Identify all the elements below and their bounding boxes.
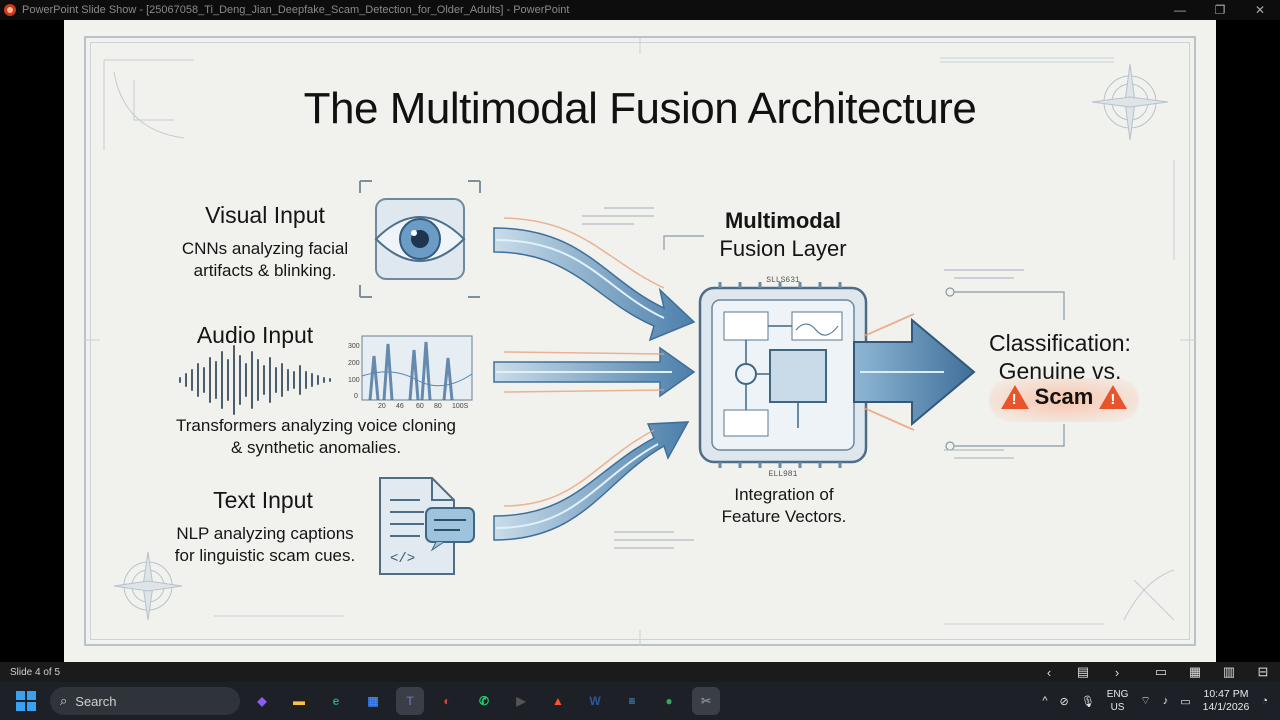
compass-rose-icon: [1091, 63, 1169, 141]
slide-title: The Multimodal Fusion Architecture: [303, 84, 977, 133]
warning-icon: !: [1000, 385, 1029, 409]
edge-icon[interactable]: e: [332, 694, 340, 708]
visual-input-desc-1: CNNs analyzing facial: [181, 239, 349, 258]
close-button[interactable]: ✕: [1254, 3, 1266, 17]
document-code-icon: </>: [379, 477, 475, 575]
audio-waveform-icon: [179, 345, 331, 415]
text-input-heading: Text Input: [213, 487, 313, 513]
window-title: PowerPoint Slide Show - [25067058_Ti_Den…: [22, 4, 570, 16]
text-input-desc-2: for linguistic scam cues.: [174, 546, 356, 565]
pinned-apps: ◆ ▬ e ▦ T ◐ ✆ ▶ ▲ W ≡ ● ✂: [248, 687, 720, 715]
word-icon[interactable]: W: [589, 694, 601, 708]
audio-input-desc-2: & synthetic anomalies.: [230, 438, 402, 457]
taskbar-search-box[interactable]: ⌕ Search: [50, 687, 240, 715]
scam-label: Scam: [1034, 384, 1094, 409]
fusion-title-rest: Fusion Layer: [719, 236, 847, 261]
next-slide-button[interactable]: ›: [1114, 664, 1120, 680]
spectro-xtick: 100S: [452, 403, 469, 410]
audio-input-heading: Audio Input: [196, 322, 314, 348]
file-explorer-icon[interactable]: ▬: [293, 694, 305, 708]
fusion-title-bold: Multimodal: [724, 208, 842, 233]
ruler-marks: [84, 38, 1196, 646]
battery-icon[interactable]: ▭: [1180, 695, 1191, 708]
notification-icon[interactable]: ◔: [1261, 695, 1268, 707]
visual-input-heading: Visual Input: [205, 202, 325, 228]
previous-slide-button[interactable]: ‹: [1046, 664, 1052, 680]
corner-ornament-top-left: [103, 59, 194, 150]
eye-camera-icon: [359, 180, 481, 298]
store-icon[interactable]: ▦: [367, 694, 379, 708]
teams-icon[interactable]: T: [396, 687, 424, 715]
normal-view-button[interactable]: ▭: [1154, 664, 1168, 679]
network-off-icon[interactable]: ⊘: [1059, 695, 1069, 708]
fusion-caption-1: Integration of: [734, 485, 834, 504]
audio-flow-arrow: [493, 346, 696, 398]
microphone-icon[interactable]: 🎙︎: [1080, 695, 1095, 708]
minimize-button[interactable]: —: [1174, 3, 1186, 17]
chip-label-bottom: ELL981: [769, 470, 798, 479]
notepad-icon[interactable]: ≡: [628, 694, 636, 708]
reading-view-button[interactable]: ▥: [1222, 664, 1236, 679]
visual-input-desc-2: artifacts & blinking.: [193, 261, 337, 280]
snipping-tool-icon[interactable]: ✂: [692, 687, 720, 715]
restore-button[interactable]: ❐: [1214, 3, 1226, 17]
slide-sorter-button[interactable]: ▦: [1188, 664, 1202, 679]
tray-chevron-icon[interactable]: ^: [1042, 695, 1048, 707]
spectro-xtick: 46: [396, 403, 404, 410]
text-flow-arrow: [493, 421, 690, 541]
spectro-ytick: 100: [348, 377, 360, 384]
copilot-icon[interactable]: ◆: [257, 694, 267, 708]
spectrogram-chart: [361, 335, 473, 401]
spectro-ytick: 0: [354, 393, 358, 400]
powerpoint-icon: [4, 4, 16, 16]
app-red-icon[interactable]: ◐: [443, 694, 451, 708]
chip-label-top: SLLS631: [766, 276, 800, 285]
warning-icon: !: [1099, 385, 1128, 409]
text-input-desc-1: NLP analyzing captions: [176, 524, 354, 543]
corner-ornament-bottom-right: [1123, 569, 1175, 621]
whatsapp-icon[interactable]: ✆: [478, 694, 490, 708]
windows-logo-icon: [16, 691, 36, 711]
media-player-icon[interactable]: ▶: [516, 694, 526, 708]
connector-lines: [582, 207, 1065, 549]
spectro-ytick: 200: [348, 360, 360, 367]
window-title-bar: PowerPoint Slide Show - [25067058_Ti_Den…: [0, 0, 1280, 20]
architecture-diagram: 300 200 100 0 20 46 60 80 100S </>: [84, 38, 1196, 646]
slide-counter: Slide 4 of 5: [10, 666, 61, 678]
output-flow-arrow: [853, 313, 976, 431]
spectro-xtick: 60: [416, 403, 424, 410]
visual-flow-arrow: [493, 217, 696, 342]
classification-heading: Classification:: [989, 330, 1131, 356]
fusion-chip-icon: [698, 282, 868, 468]
slideshow-status-bar: Slide 4 of 5 ‹ ▤ › ▭ ▦ ▥ ⊟: [0, 662, 1280, 682]
spectro-xtick: 80: [434, 403, 442, 410]
spectrogram-axes: 300 200 100 0 20 46 60 80 100S: [348, 343, 469, 410]
chrome-icon[interactable]: ●: [665, 694, 673, 708]
fusion-caption-2: Feature Vectors.: [721, 507, 847, 526]
spectro-ytick: 300: [348, 343, 360, 350]
scam-label-row: ! Scam !: [994, 384, 1134, 410]
presenter-view-button[interactable]: ⊟: [1257, 664, 1269, 679]
volume-icon[interactable]: ♪: [1162, 695, 1169, 707]
compass-rose-icon: [113, 551, 183, 621]
notes-button[interactable]: ▤: [1076, 664, 1090, 679]
slide-canvas[interactable]: 300 200 100 0 20 46 60 80 100S </>: [64, 20, 1216, 662]
svg-text:</>: </>: [390, 551, 415, 567]
start-button[interactable]: [6, 682, 46, 720]
spectro-xtick: 20: [378, 403, 386, 410]
search-placeholder: Search: [75, 693, 117, 709]
brave-icon[interactable]: ▲: [552, 694, 564, 708]
search-icon: ⌕: [60, 693, 68, 708]
wifi-icon[interactable]: ⌔: [1140, 695, 1151, 707]
audio-input-desc-1: Transformers analyzing voice cloning: [176, 416, 456, 435]
